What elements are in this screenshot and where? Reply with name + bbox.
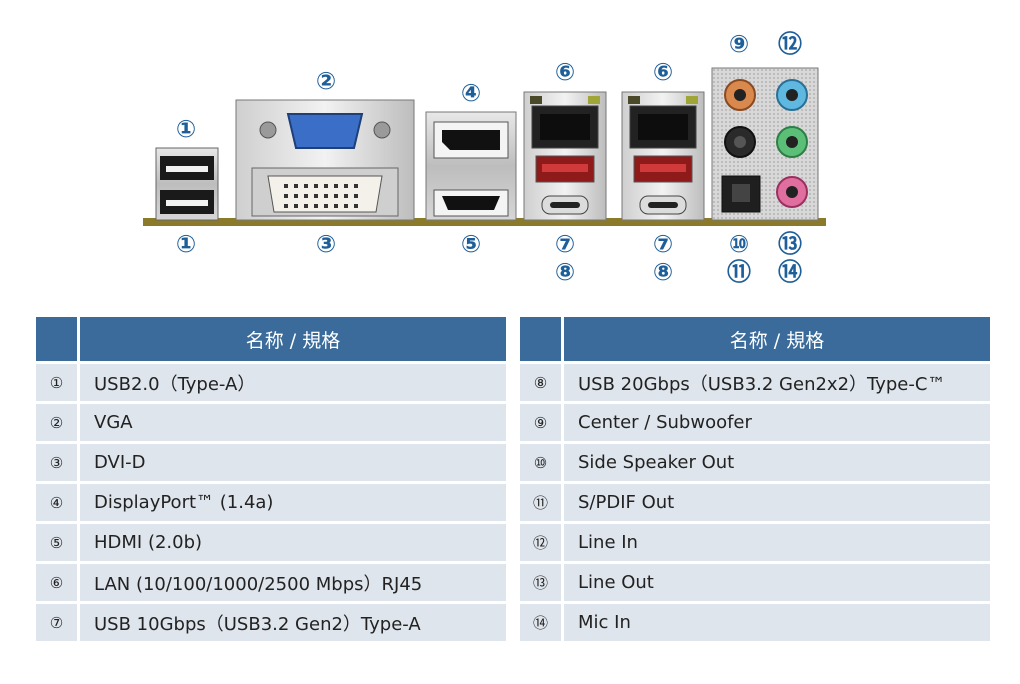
row-number: ② [36,404,77,441]
vga-dvi-port-stack [235,99,415,221]
row-label: DisplayPort™ (1.4a) [80,484,506,521]
pcb-strip [143,218,826,226]
callout-7-left: ⑦ [554,230,576,258]
row-number: ① [36,364,77,401]
callout-14: ⑭ [778,258,802,286]
audio-port-block [711,67,819,221]
io-panel-graphic [143,67,826,226]
row-number: ⑩ [520,444,561,481]
row-number: ⑬ [520,564,561,601]
row-label: VGA [80,404,506,441]
usb2-port-stack [155,147,219,221]
callout-6-left: ⑥ [554,58,576,86]
lan-usb-stack-2 [621,91,705,221]
callout-5: ⑤ [460,230,482,258]
callout-10: ⑩ [728,230,750,258]
callout-11: ⑪ [727,258,751,286]
callout-2: ② [315,67,337,95]
header-number-cell [520,317,561,361]
callout-6-right: ⑥ [652,58,674,86]
row-number: ⑧ [520,364,561,401]
row-label: S/PDIF Out [564,484,990,521]
callout-1-top: ① [175,115,197,143]
callout-7-right: ⑦ [652,230,674,258]
dp-hdmi-port-stack [425,111,517,221]
row-number: ④ [36,484,77,521]
callout-9: ⑨ [728,30,750,58]
row-number: ⑫ [520,524,561,561]
row-label: USB2.0（Type-A） [80,364,506,401]
callout-13: ⑬ [778,230,802,258]
header-title: 名称 / 規格 [80,317,506,361]
row-label: Side Speaker Out [564,444,990,481]
lan-usb-stack-1 [523,91,607,221]
callout-8-right: ⑧ [652,258,674,286]
row-number: ⑥ [36,564,77,601]
row-label: HDMI (2.0b) [80,524,506,561]
row-label: Line In [564,524,990,561]
callout-3: ③ [315,230,337,258]
header-number-cell [36,317,77,361]
row-label: USB 10Gbps（USB3.2 Gen2）Type-A [80,604,506,641]
row-label: Mic In [564,604,990,641]
row-number: ⑪ [520,484,561,521]
callout-4: ④ [460,79,482,107]
table-header-row: 名称 / 規格 [36,317,506,361]
header-title: 名称 / 規格 [564,317,990,361]
row-label: USB 20Gbps（USB3.2 Gen2x2）Type-C™ [564,364,990,401]
row-label: Center / Subwoofer [564,404,990,441]
io-panel-illustration: ① ② ④ ⑥ ⑥ ⑨ ⑫ ① ③ ⑤ ⑦ ⑧ ⑦ ⑧ ⑩ ⑪ ⑬ ⑭ [0,0,1020,300]
row-label: DVI-D [80,444,506,481]
table-header-row: 名称 / 規格 [520,317,990,361]
row-number: ⑭ [520,604,561,641]
row-number: ⑦ [36,604,77,641]
row-number: ⑤ [36,524,77,561]
callout-8-left: ⑧ [554,258,576,286]
callout-12: ⑫ [778,30,802,58]
row-label: LAN (10/100/1000/2500 Mbps）RJ45 [80,564,506,601]
callout-1-bottom: ① [175,230,197,258]
row-number: ⑨ [520,404,561,441]
row-number: ③ [36,444,77,481]
row-label: Line Out [564,564,990,601]
